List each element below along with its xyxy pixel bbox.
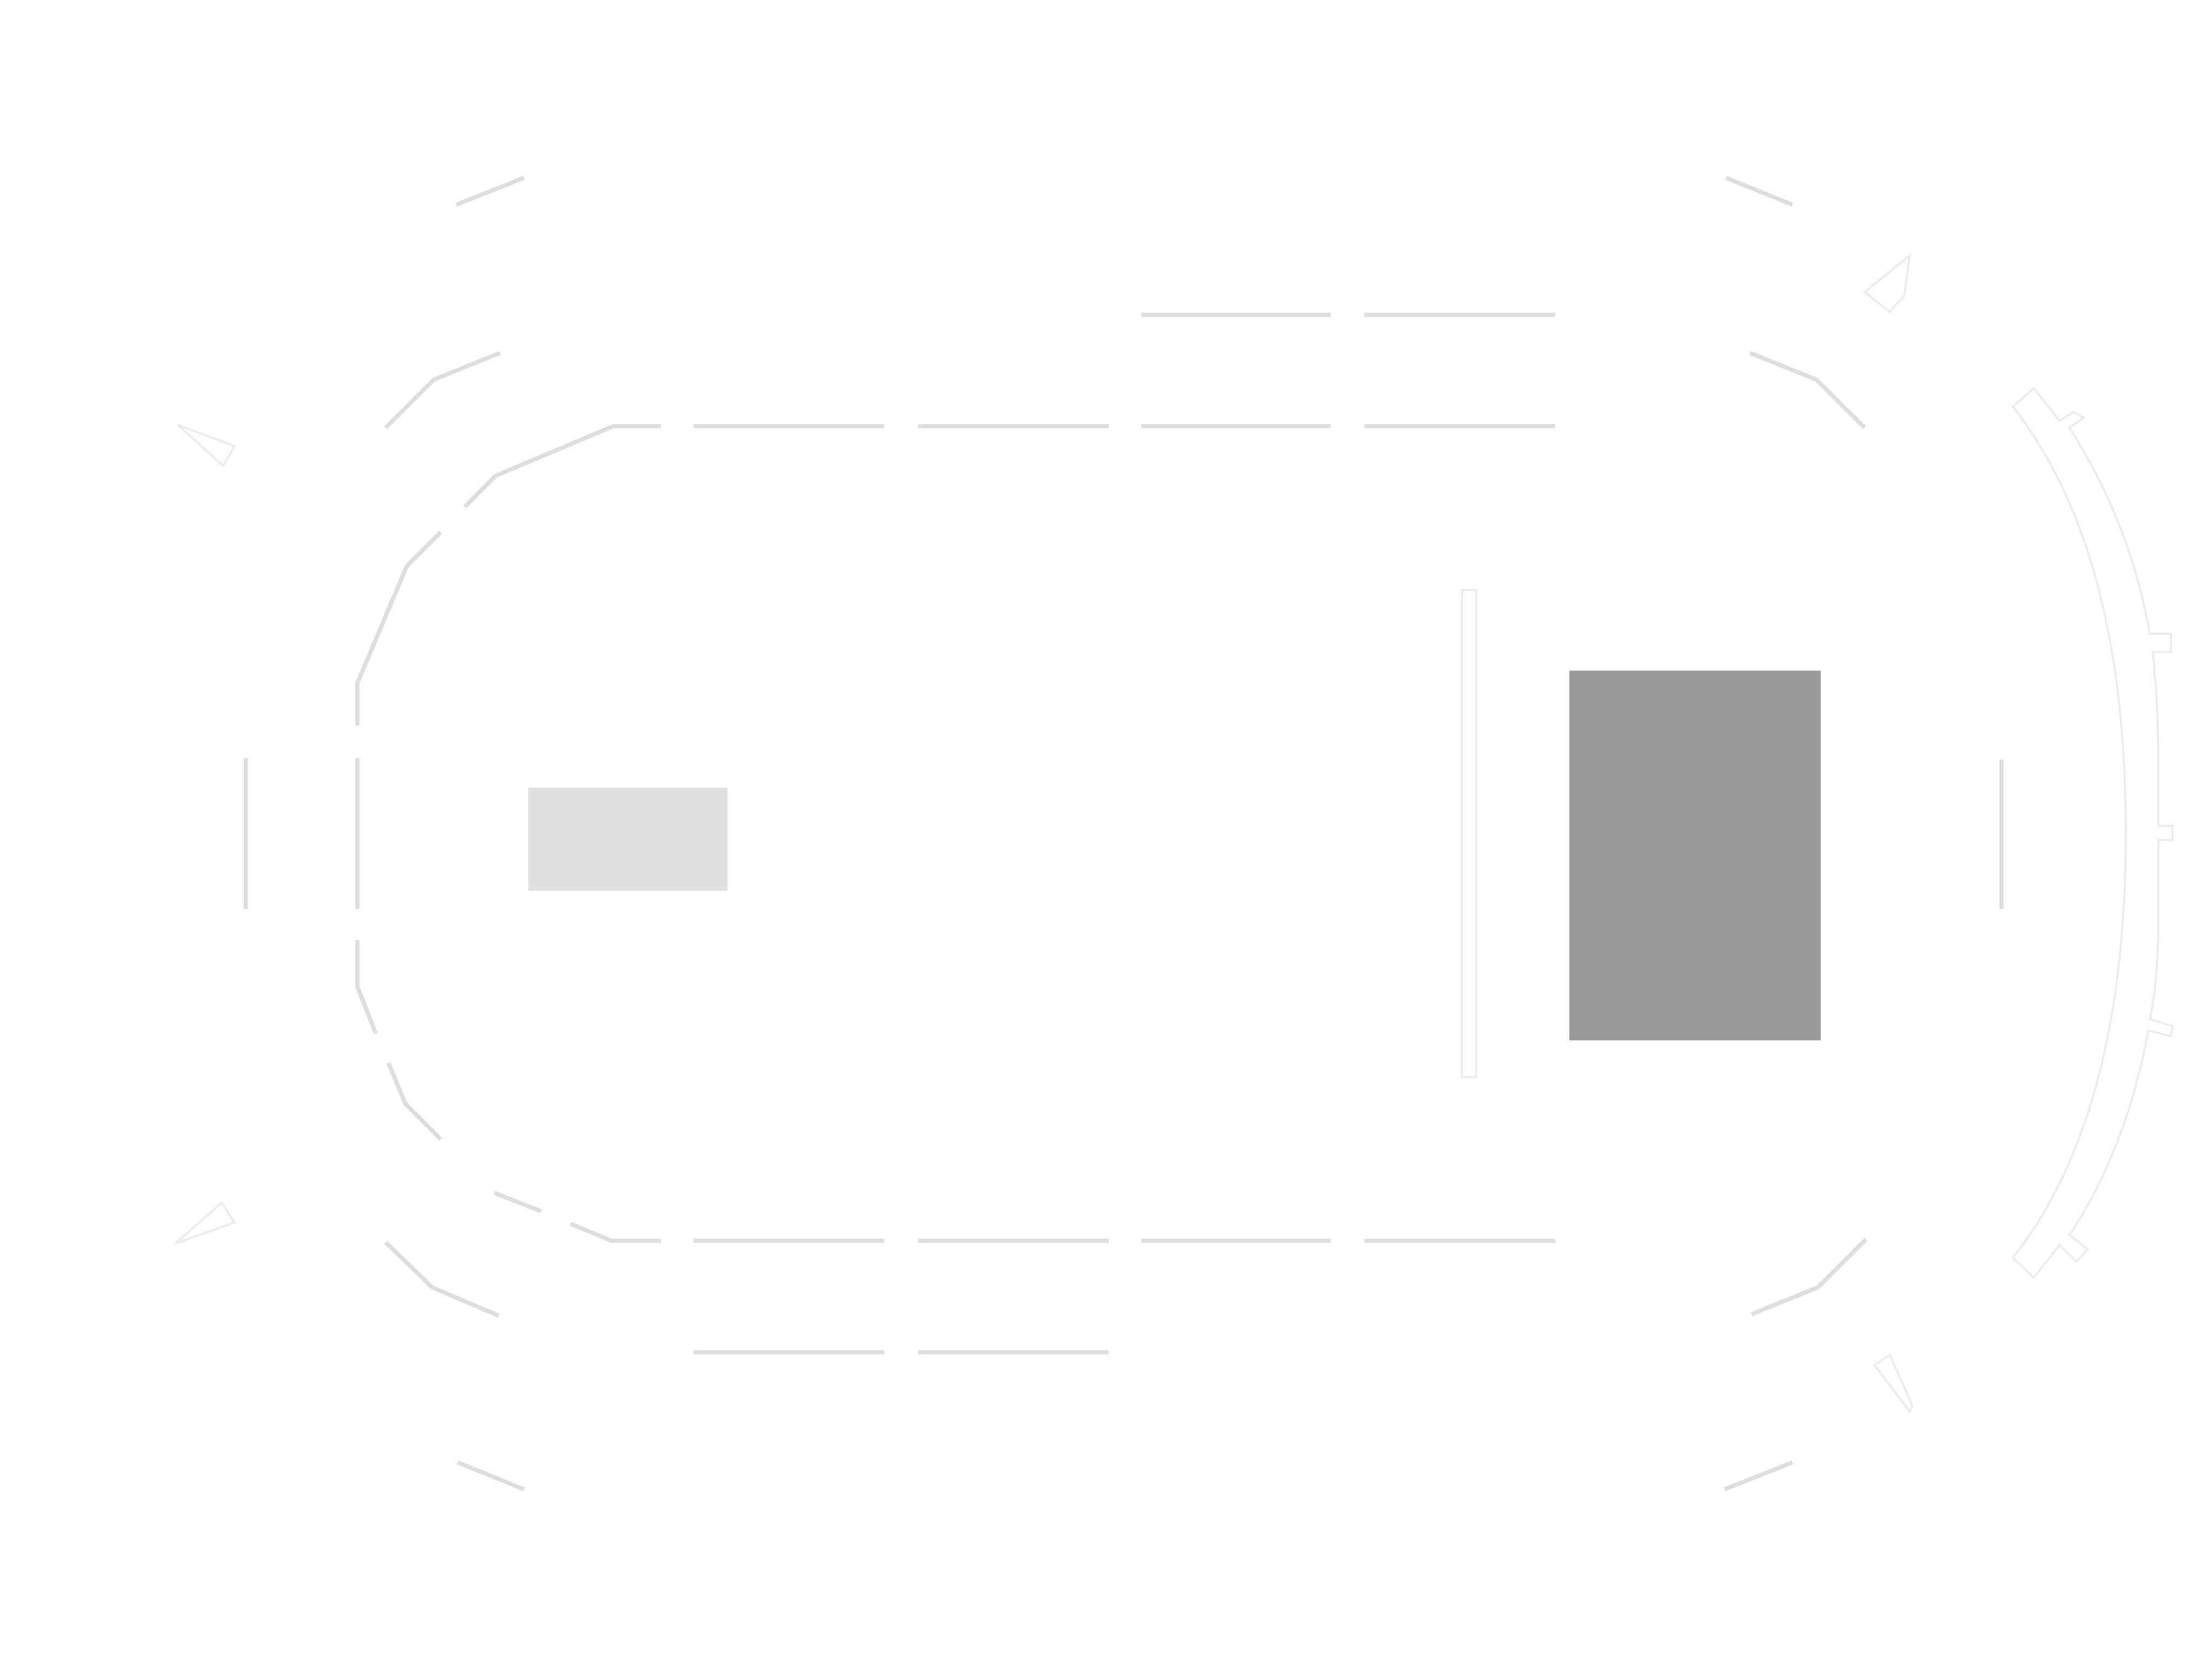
middle-bottom-right-corner: [1751, 1238, 1867, 1316]
middle-bottom-left-corner: [384, 1241, 500, 1318]
inner-top-left-corner: [463, 424, 661, 508]
track-lines: [243, 176, 2004, 1492]
inner-left-lower-segment: [493, 1191, 542, 1214]
divider-bar-outline: [1461, 589, 1478, 1078]
bottom-right-marker-outline: [1872, 1353, 1914, 1414]
bottom-left-marker-outline: [174, 1201, 236, 1245]
faint-outlines: [174, 253, 2174, 1414]
middle-top-left-corner: [384, 350, 501, 429]
middle-top-right-corner: [1749, 350, 1866, 429]
inner-left-lower-curve-b: [386, 1062, 442, 1141]
right-dark-block: [1569, 670, 1821, 1040]
inner-left-upper-curve: [355, 531, 442, 726]
outer-top-right-diagonal: [1725, 176, 1793, 207]
top-left-marker-outline: [177, 423, 236, 468]
top-right-marker-outline: [1863, 253, 1911, 314]
inner-bottom-left-corner: [569, 1222, 661, 1243]
left-light-block: [528, 787, 728, 891]
right-curved-barrier-outline: [2011, 386, 2174, 1280]
outer-top-left-diagonal: [455, 176, 525, 207]
outer-bottom-left-diagonal: [456, 1460, 525, 1492]
inner-left-lower-curve-a: [355, 940, 378, 1035]
outer-bottom-right-diagonal: [1724, 1460, 1793, 1492]
